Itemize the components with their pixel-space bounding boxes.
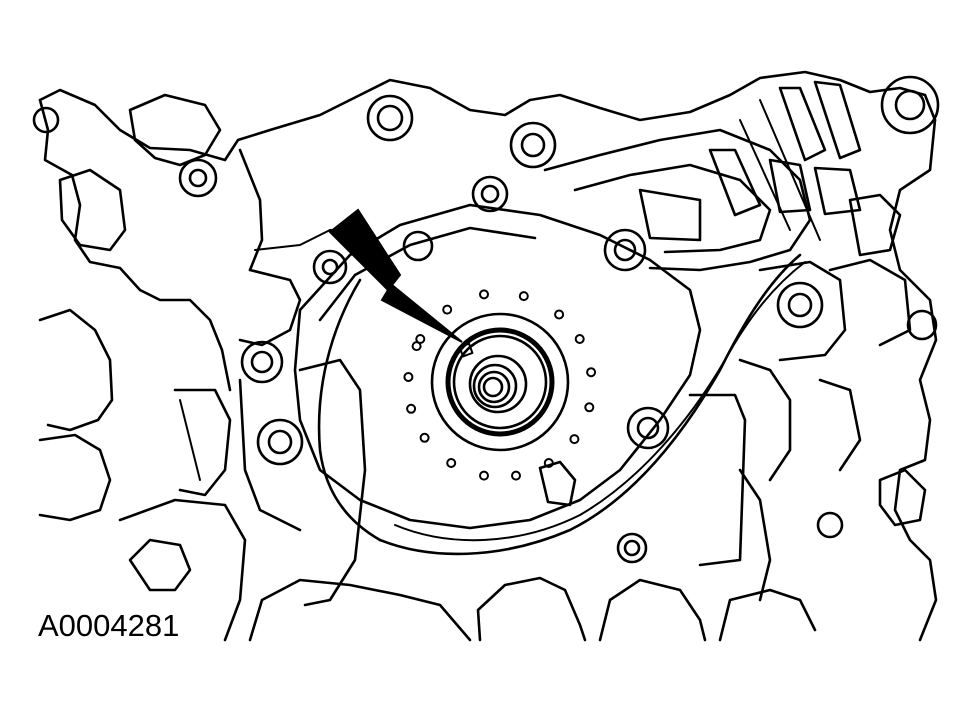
bolt-hole	[574, 334, 585, 344]
top-bosses	[312, 94, 647, 285]
oil-pump-cover	[293, 203, 806, 607]
left-side-detail	[173, 340, 304, 532]
upper-right-ribs	[543, 75, 940, 272]
bolt-hole	[403, 372, 414, 382]
bolt-hole	[543, 458, 554, 468]
bolt-hole	[411, 341, 422, 352]
arrow-pointer-icon	[328, 208, 463, 343]
bolt-hole	[586, 367, 597, 378]
bolt-hole	[569, 434, 580, 445]
bolt-hole	[518, 291, 529, 302]
right-side-detail	[688, 258, 938, 602]
bolt-hole	[554, 309, 565, 320]
bolt-hole	[584, 402, 595, 413]
engine-block-outline	[38, 70, 938, 642]
crankshaft-seal	[430, 312, 570, 452]
bolt-hole-ring	[403, 289, 597, 481]
bolt-hole	[479, 470, 489, 481]
bolt-hole	[446, 458, 457, 468]
seal-alignment-mark	[458, 342, 474, 358]
bolt-hole	[511, 470, 521, 481]
upper-left-detail	[32, 93, 361, 347]
bolt-hole	[406, 403, 417, 414]
bolt-hole	[419, 432, 430, 443]
bolt-hole	[479, 289, 489, 300]
bolt-hole	[442, 304, 453, 315]
figure-code-label: A0004281	[38, 608, 180, 643]
